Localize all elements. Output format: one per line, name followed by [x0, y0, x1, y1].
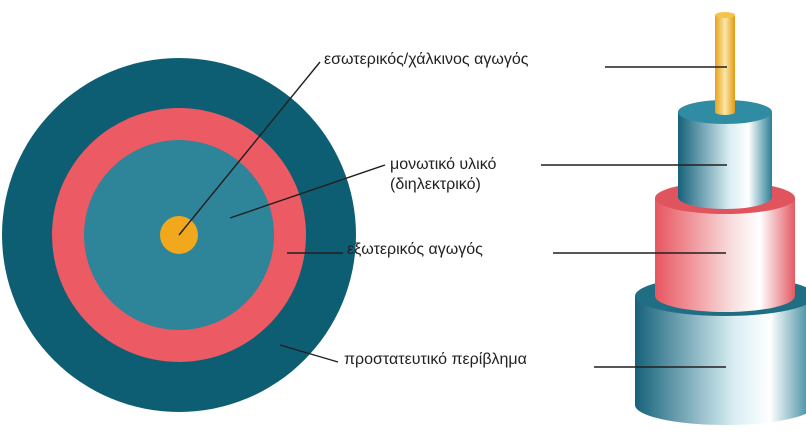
- label-jacket: προστατευτικό περίβλημα: [344, 351, 527, 368]
- label-dielectric: μονωτικό υλικό: [390, 156, 497, 173]
- leader-jacket-left: [279, 344, 339, 363]
- label-inner-conductor: εσωτερικός/χάλκινος αγωγός: [324, 51, 529, 68]
- label-outer-conductor: εξωτερικός αγωγός: [347, 241, 483, 258]
- side-outer-conductor: [655, 198, 795, 312]
- cable-side-view: [635, 12, 806, 425]
- side-jacket: [635, 296, 806, 425]
- leader-inner-conductor-left: [178, 61, 321, 236]
- leader-lines: [178, 61, 727, 368]
- leader-dielectric-left: [229, 164, 386, 219]
- side-core: [715, 15, 735, 115]
- label-dielectric-note: (διηλεκτρικό): [390, 176, 481, 193]
- side-dielectric: [678, 112, 772, 209]
- side-core-top: [715, 12, 735, 18]
